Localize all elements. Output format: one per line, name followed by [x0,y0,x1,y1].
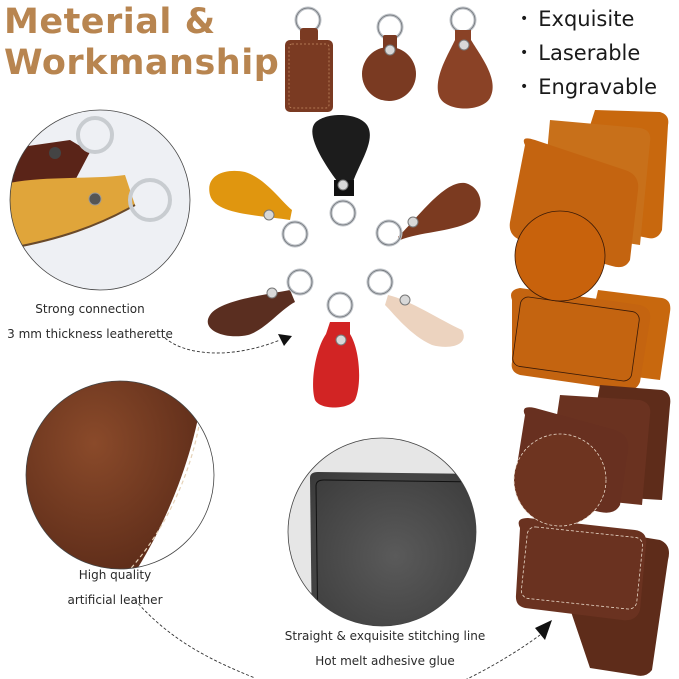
keychain-dark-brown [207,268,314,337]
keychain-black [312,114,370,227]
page-title: Meterial & Workmanship [4,2,279,84]
keychain-beige [366,268,464,347]
caption-leather-line-1: High quality [78,568,152,582]
caption-connection: Strong connection 3 mm thickness leather… [0,297,180,347]
keychain-brown [375,182,481,247]
caption-stitching-line-2: Hot melt adhesive glue [315,654,455,668]
caption-stitching-line-1: Straight & exquisite stitching line [284,629,486,643]
caption-leather-line-2: artificial leather [67,593,163,607]
feature-item: Engravable [520,72,657,106]
caption-leather: High quality artificial leather [40,563,190,613]
leather-closeup [26,381,214,569]
keychain-yellow [209,170,309,248]
coaster-set-orange [509,110,671,391]
caption-connection-line-1: Strong connection [35,302,145,316]
top-keychain-teardrop [437,6,493,109]
keychain-red [313,291,360,408]
top-keychain-rectangle [285,6,333,112]
feature-item: Exquisite [520,4,657,38]
feature-item: Laserable [520,38,657,72]
felt-backing-closeup [310,472,476,626]
top-keychain-round [362,13,416,101]
coaster-set-rustic-brown [513,385,671,676]
title-line-2: Workmanship [4,43,280,83]
title-line-1: Meterial & [4,2,216,42]
caption-stitching: Straight & exquisite stitching line Hot … [270,624,500,674]
caption-connection-line-2: 3 mm thickness leatherette [7,327,173,341]
feature-list: Exquisite Laserable Engravable [520,4,657,106]
connection-closeup [10,110,190,290]
